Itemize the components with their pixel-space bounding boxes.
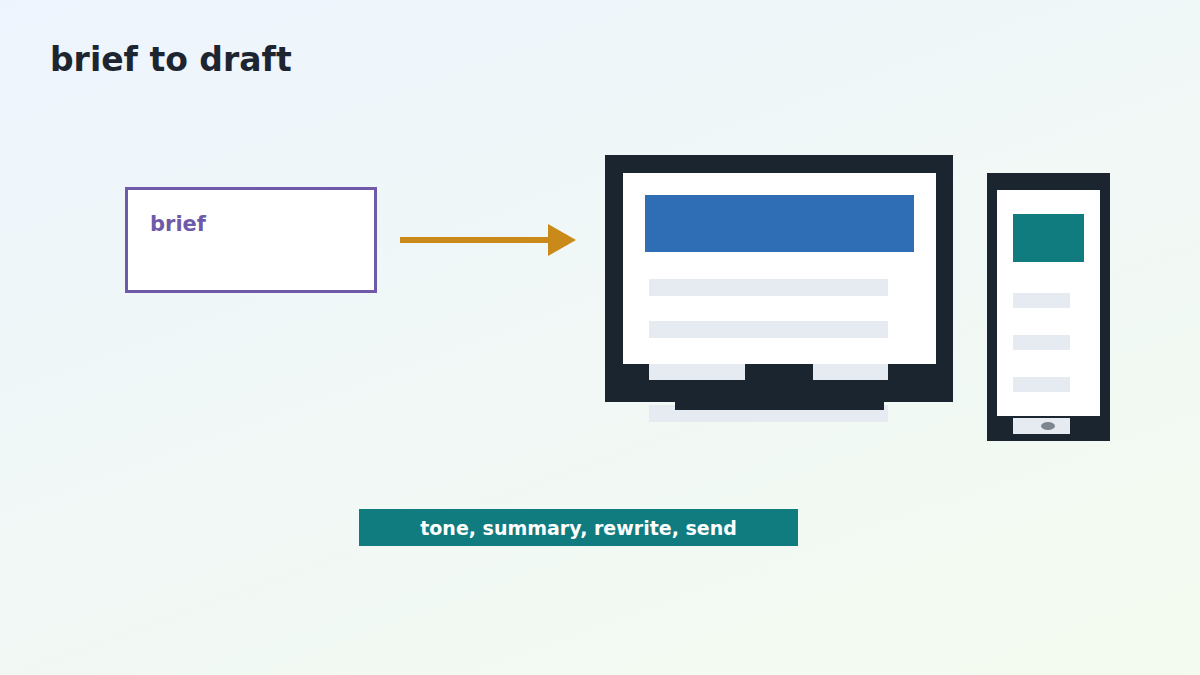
placeholder-line [813, 364, 888, 380]
phone-frame [987, 173, 1110, 441]
header-block [645, 195, 914, 252]
step-band: tone, summary, rewrite, send [359, 509, 798, 546]
phone-screen [997, 190, 1100, 416]
input-box: brief [125, 187, 377, 293]
flow-arrow [400, 237, 552, 243]
monitor-frame [605, 155, 953, 402]
header-block [1013, 214, 1084, 262]
placeholder-line [1013, 377, 1070, 392]
arrow-head [548, 224, 576, 256]
placeholder-line [1013, 335, 1070, 350]
home-button [1041, 422, 1055, 430]
placeholder-line [649, 364, 745, 380]
diagram-title: brief to draft [50, 40, 292, 79]
node-text: brief [150, 212, 352, 236]
home-bar [1013, 418, 1070, 434]
monitor-stand [675, 398, 884, 410]
monitor-screen [623, 173, 936, 364]
node-text: tone, summary, rewrite, send [420, 517, 737, 539]
placeholder-line [1013, 293, 1070, 308]
placeholder-line [649, 321, 888, 338]
placeholder-line [649, 279, 888, 296]
